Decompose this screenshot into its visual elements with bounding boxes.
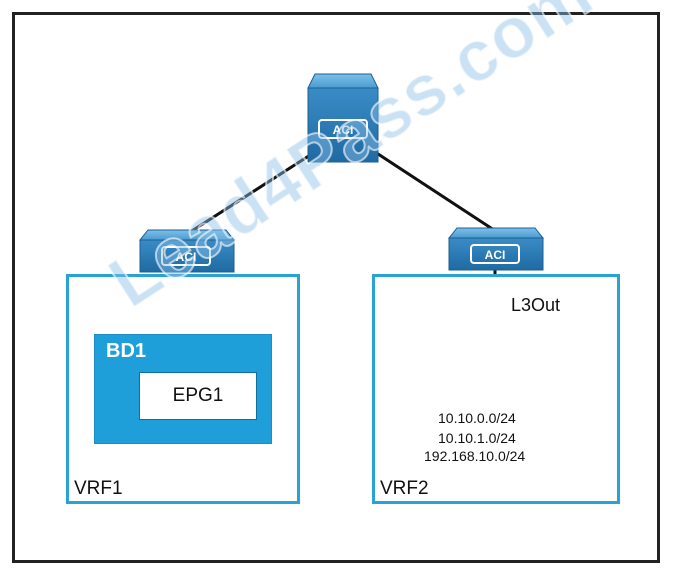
svg-text:ACI: ACI [485, 248, 506, 262]
link-spine-to-leaf1 [183, 148, 319, 238]
epg-box: EPG1 [139, 372, 257, 420]
subnet-label: 10.10.1.0/24 [438, 430, 516, 446]
l3out-label: L3Out [511, 295, 561, 315]
subnet-label: 10.10.0.0/24 [438, 410, 516, 426]
link-spine-to-leaf2 [371, 148, 495, 232]
bridge-domain-label: BD1 [106, 340, 147, 362]
aci-leaf-switch-icon: ACI [138, 229, 236, 273]
epg-label: EPG1 [172, 385, 224, 406]
vrf1-label: VRF1 [74, 478, 123, 499]
aci-leaf-switch-icon: ACI [447, 227, 545, 271]
vrf2-label: VRF2 [380, 478, 429, 499]
subnet-label: 192.168.10.0/24 [424, 448, 526, 464]
svg-text:ACI: ACI [176, 250, 197, 264]
aci-spine-switch-icon: ACI [307, 73, 379, 163]
vrf2-container [372, 274, 620, 504]
svg-text:ACI: ACI [333, 123, 354, 137]
